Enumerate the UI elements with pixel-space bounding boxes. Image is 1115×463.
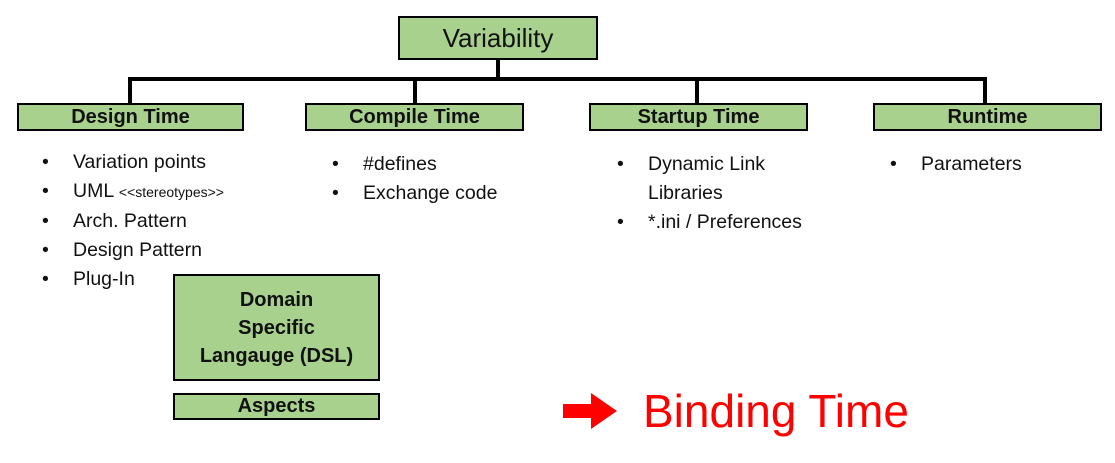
runtime-label: Runtime xyxy=(947,105,1028,128)
design-time-label: Design Time xyxy=(71,105,190,128)
dsl-label-line: Specific xyxy=(238,316,315,339)
connector-design-branch xyxy=(128,77,132,104)
right-arrow-icon xyxy=(563,393,617,429)
list-item: *.ini / Preferences xyxy=(615,208,807,237)
runtime-list: Parameters xyxy=(888,150,1103,179)
connector-compile-branch xyxy=(413,77,417,104)
list-item-text: Variation points xyxy=(73,151,206,173)
list-item-text: #defines xyxy=(363,153,437,175)
list-item: Exchange code xyxy=(330,179,550,208)
compile-time-list: #defines Exchange code xyxy=(330,150,550,208)
binding-time-annotation: Binding Time xyxy=(563,384,909,438)
dsl-label: Domain Specific Langauge (DSL) xyxy=(200,286,353,370)
connector-horizontal xyxy=(128,77,987,81)
list-item-text: Exchange code xyxy=(363,182,498,204)
design-time-box: Design Time xyxy=(17,103,244,131)
list-item-text: *.ini / Preferences xyxy=(648,211,802,233)
startup-time-list: Dynamic Link Libraries *.ini / Preferenc… xyxy=(615,150,807,237)
stereotypes-annotation: <<stereotypes>> xyxy=(118,184,224,200)
compile-time-label: Compile Time xyxy=(349,105,480,128)
connector-root-stem xyxy=(496,58,500,79)
list-item: Plug-In xyxy=(40,265,295,294)
list-item: Variation points xyxy=(40,148,295,177)
runtime-box: Runtime xyxy=(873,103,1102,131)
list-item-text: UML xyxy=(73,180,114,202)
list-item-text: Parameters xyxy=(921,153,1022,175)
list-item: Dynamic Link Libraries xyxy=(615,150,807,208)
binding-time-label: Binding Time xyxy=(643,385,909,437)
list-item-text: Dynamic Link Libraries xyxy=(648,153,766,204)
list-item: Design Pattern xyxy=(40,236,295,265)
list-item: Parameters xyxy=(888,150,1103,179)
connector-startup-branch xyxy=(695,77,699,104)
list-item: UML <<stereotypes>> xyxy=(40,177,295,207)
startup-time-label: Startup Time xyxy=(637,105,760,128)
list-item-text: Design Pattern xyxy=(73,239,202,261)
list-item-text: Arch. Pattern xyxy=(73,210,187,232)
dsl-box: Domain Specific Langauge (DSL) xyxy=(173,274,380,381)
dsl-label-line: Domain xyxy=(239,288,314,311)
list-item: Arch. Pattern xyxy=(40,207,295,236)
variability-label: Variability xyxy=(442,22,554,53)
list-item: #defines xyxy=(330,150,550,179)
compile-time-box: Compile Time xyxy=(305,103,524,131)
aspects-label: Aspects xyxy=(237,395,316,417)
variability-box: Variability xyxy=(398,16,598,60)
aspects-box: Aspects xyxy=(173,393,380,420)
design-time-list: Variation points UML <<stereotypes>> Arc… xyxy=(40,148,295,294)
list-item-text: Plug-In xyxy=(73,268,135,290)
connector-runtime-branch xyxy=(983,77,987,104)
startup-time-box: Startup Time xyxy=(589,103,808,131)
dsl-label-line: Langauge (DSL) xyxy=(199,344,354,367)
